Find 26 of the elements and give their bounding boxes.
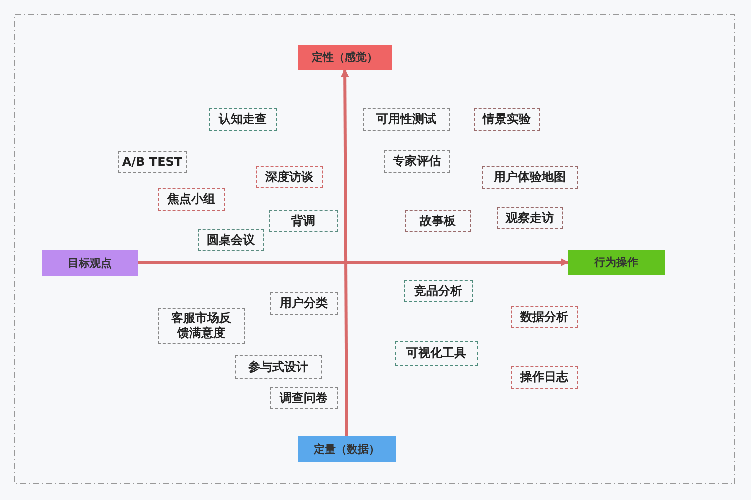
- method-box: 认知走查: [209, 108, 277, 131]
- method-box: 数据分析: [511, 306, 578, 328]
- arrow: [341, 69, 350, 436]
- axis-end-box: 定性（感觉）: [298, 45, 392, 70]
- method-box: 竞品分析: [404, 280, 473, 302]
- method-box: 焦点小组: [158, 188, 225, 211]
- axis-end-box: 行为操作: [568, 250, 665, 275]
- method-box: 可用性测试: [363, 108, 450, 131]
- method-box: 操作日志: [511, 366, 578, 389]
- axis-end-box: 定量（数据）: [298, 436, 396, 462]
- method-box: 观察走访: [497, 207, 563, 229]
- method-box: 调查问卷: [270, 387, 338, 409]
- method-box: 圆桌会议: [198, 229, 264, 251]
- method-box: 故事板: [405, 210, 471, 232]
- method-box: 用户分类: [270, 292, 338, 315]
- axis-end-box: 目标观点: [42, 250, 138, 276]
- method-box: 专家评估: [384, 150, 450, 173]
- method-box: 参与式设计: [235, 355, 322, 379]
- method-box: 情景实验: [474, 108, 540, 131]
- method-box: A/B TEST: [118, 151, 187, 173]
- method-box: 用户体验地图: [482, 166, 578, 189]
- method-box: 深度访谈: [256, 166, 323, 188]
- method-box: 背调: [269, 210, 338, 232]
- method-box: 客服市场反馈满意度: [158, 308, 245, 344]
- method-box: 可视化工具: [395, 341, 478, 366]
- arrow: [138, 258, 569, 267]
